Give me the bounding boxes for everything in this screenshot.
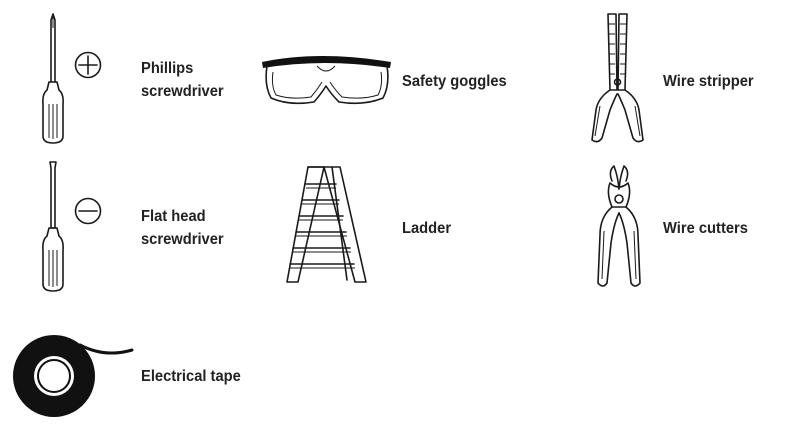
phillips-label-line2: screwdriver (141, 83, 224, 100)
phillips-screwdriver-icon (38, 12, 68, 152)
ladder-label: Ladder (402, 220, 452, 237)
phillips-screwdriver-label: Phillips screwdriver (141, 57, 224, 103)
electrical-tape-icon (10, 330, 135, 425)
minus-symbol-icon (73, 196, 103, 231)
wire-stripper-label: Wire stripper (663, 73, 754, 90)
flathead-label-line2: screwdriver (141, 231, 224, 248)
phillips-label-line1: Phillips (141, 60, 194, 77)
safety-goggles-icon (259, 50, 394, 115)
safety-goggles-label: Safety goggles (402, 73, 507, 90)
flathead-label-line1: Flat head (141, 208, 206, 225)
flat-head-screwdriver-icon (38, 160, 68, 300)
wire-cutters-icon (592, 163, 647, 296)
ladder-icon (284, 162, 374, 292)
wire-stripper-icon (588, 10, 648, 150)
flat-head-screwdriver-label: Flat head screwdriver (141, 205, 224, 251)
electrical-tape-label: Electrical tape (141, 368, 241, 385)
wire-cutters-label: Wire cutters (663, 220, 748, 237)
plus-symbol-icon (73, 50, 103, 85)
